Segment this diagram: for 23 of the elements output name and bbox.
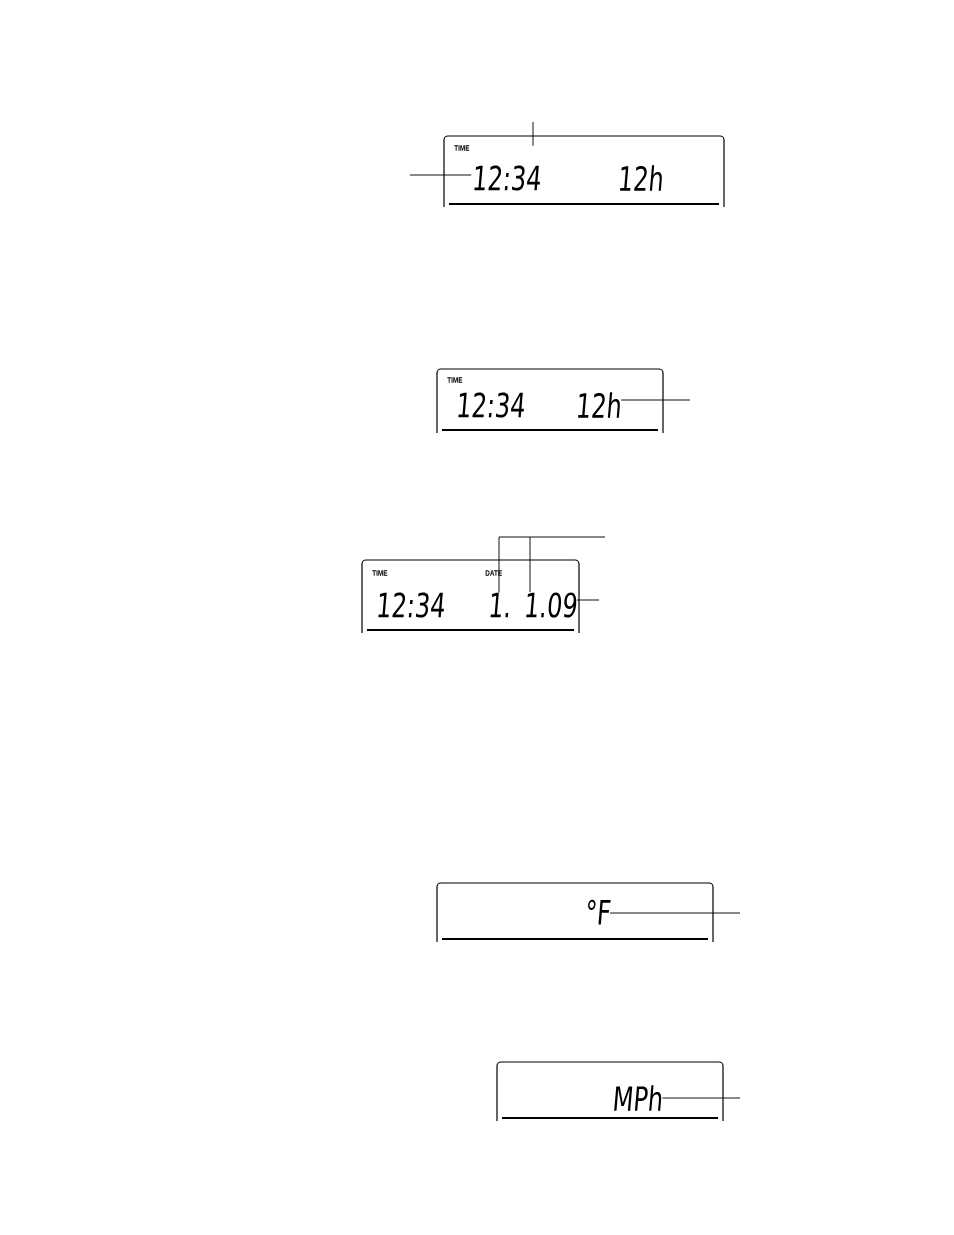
display-label: TIME [372,570,388,576]
lcd-digits: 12h [620,165,662,191]
lcd-digits: 12:34 [378,592,444,618]
leader-line [620,399,691,401]
lcd-digits: 1. [490,592,509,618]
display-label: TIME [454,145,470,151]
leader-line [498,536,606,594]
leader-line [661,1097,741,1099]
lcd-display [496,1061,724,1122]
leader-line [409,174,472,176]
leader-line [532,121,534,147]
lcd-digits: 12:34 [474,165,540,191]
leader-line [576,599,600,601]
lcd-digits: MPh [614,1085,662,1111]
lcd-digits: °F [588,899,611,925]
lcd-digits: 12:34 [458,392,524,418]
leader-line [529,536,531,593]
lcd-display [436,882,714,943]
display-label: DATE [485,570,502,576]
lcd-digits: 12h [578,392,620,418]
display-label: TIME [447,377,463,383]
leader-line [609,912,741,914]
lcd-digits: 1.09 [526,592,577,618]
